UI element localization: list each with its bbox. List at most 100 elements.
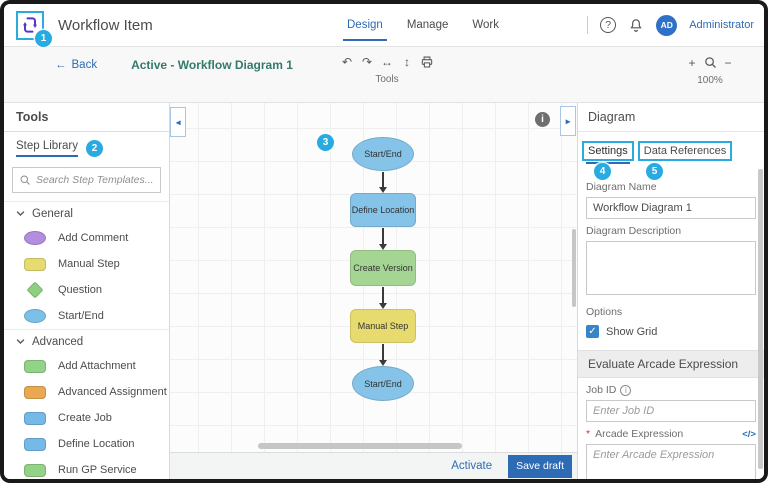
search-icon (19, 174, 31, 186)
diagram-description-input[interactable] (586, 241, 756, 295)
show-grid-checkbox[interactable]: ✓ (586, 325, 599, 338)
tools-caption: Tools (375, 74, 399, 85)
connector-arrow (379, 287, 386, 309)
options-label: Options (586, 306, 623, 318)
required-marker: * (586, 428, 591, 440)
panel-scrollbar[interactable] (758, 169, 763, 469)
redo-icon[interactable]: ↷ (361, 55, 373, 69)
section-general[interactable]: General (4, 201, 169, 225)
callout-badge-1: 1 (35, 29, 52, 47)
tab-manage[interactable]: Manage (406, 19, 449, 31)
node-define-location[interactable]: Define Location (350, 193, 416, 227)
job-id-label: Job ID (586, 384, 617, 396)
diagram-description-label: Diagram Description (586, 225, 682, 237)
header-tabs: Design Manage Work (343, 4, 499, 46)
callout-badge-3: 3 (317, 134, 334, 151)
save-draft-button[interactable]: Save draft (508, 454, 572, 478)
collapse-right-panel-button[interactable]: ▶ (560, 106, 576, 136)
step-template-question[interactable]: Question (4, 277, 169, 303)
callout-badge-2: 2 (86, 140, 104, 157)
code-editor-icon[interactable]: </> (742, 428, 756, 440)
arcade-expression-label: Arcade Expression (595, 428, 684, 440)
help-icon[interactable]: ? (600, 17, 617, 33)
chevron-down-icon (16, 338, 25, 345)
evaluate-arcade-section-header: Evaluate Arcade Expression (578, 350, 764, 378)
tab-work[interactable]: Work (472, 19, 499, 31)
vertical-scrollbar[interactable] (572, 229, 576, 307)
step-template-start-end[interactable]: Start/End (4, 303, 169, 329)
rect-shape-icon (24, 257, 46, 271)
tools-sidebar: Tools Step Library 2 General (4, 103, 170, 479)
step-template-run-gp-service[interactable]: Run GP Service (4, 457, 169, 479)
tab-settings[interactable]: Settings (582, 141, 634, 164)
show-grid-label: Show Grid (606, 325, 658, 338)
breadcrumb: Active - Workflow Diagram 1 (131, 58, 293, 72)
callout-badge-5: 5 (646, 163, 663, 180)
connector-arrow (379, 228, 386, 250)
chevron-down-icon (16, 210, 25, 217)
avatar[interactable]: AD (656, 14, 678, 36)
back-button[interactable]: ← Back (55, 59, 97, 71)
callout-badge-4: 4 (594, 163, 611, 180)
node-start-end-bottom[interactable]: Start/End (352, 366, 414, 401)
step-template-define-location[interactable]: Define Location (4, 431, 169, 457)
tab-data-references[interactable]: Data References (637, 141, 733, 161)
job-id-input[interactable] (586, 400, 756, 422)
workflow-logo-callout[interactable]: 1 (16, 10, 52, 47)
workflow-logo-icon (20, 15, 40, 35)
connector-arrow (379, 344, 386, 366)
app-header: 1 Workflow Item Design Manage Work ? AD … (4, 4, 764, 47)
zoom-out-icon[interactable]: − (724, 55, 732, 70)
rect-shape-icon (24, 437, 46, 451)
rect-shape-icon (24, 359, 46, 373)
diagram-name-input[interactable] (586, 197, 756, 219)
chevron-left-icon: ◀ (175, 118, 181, 126)
tools-group: ↶ ↷ ↔ ↕ Tools (341, 55, 434, 85)
back-arrow-icon: ← (55, 59, 67, 71)
zoom-level: 100% (697, 75, 723, 86)
zoom-group: + − 100% (680, 55, 740, 87)
ellipse-shape-icon (24, 309, 46, 323)
print-icon[interactable] (420, 55, 434, 69)
fit-height-icon[interactable]: ↕ (404, 55, 410, 69)
node-create-version[interactable]: Create Version (350, 250, 416, 286)
diagram-panel: Diagram Settings Data References 4 5 Dia… (577, 103, 764, 479)
activate-button[interactable]: Activate (451, 460, 493, 472)
job-id-info-icon[interactable]: i (620, 384, 632, 396)
zoom-in-icon[interactable]: + (688, 55, 696, 70)
workflow-manager-app: 1 Workflow Item Design Manage Work ? AD … (4, 4, 764, 479)
diagram-canvas[interactable]: ◀ ▶ i 3 Start/End Define Location Create… (170, 103, 577, 452)
step-template-advanced-assignment[interactable]: Advanced Assignment (4, 379, 169, 405)
page-title: Workflow Item (58, 16, 153, 34)
tab-design[interactable]: Design (343, 4, 387, 46)
step-template-manual-step[interactable]: Manual Step (4, 251, 169, 277)
connector-arrow (379, 172, 386, 193)
tab-step-library[interactable]: Step Library (16, 140, 79, 157)
header-divider (587, 16, 589, 34)
info-icon[interactable]: i (535, 112, 550, 127)
node-start-end-top[interactable]: Start/End (352, 137, 414, 171)
step-template-add-comment[interactable]: Add Comment (4, 225, 169, 251)
node-manual-step[interactable]: Manual Step (350, 309, 416, 343)
back-label: Back (71, 59, 98, 71)
step-template-create-job[interactable]: Create Job (4, 405, 169, 431)
fit-width-icon[interactable]: ↔ (381, 55, 393, 69)
ellipse-shape-icon (24, 231, 46, 245)
magnifier-icon[interactable] (703, 55, 718, 70)
step-search-input[interactable] (36, 174, 154, 186)
undo-icon[interactable]: ↶ (341, 55, 353, 69)
rect-shape-icon (24, 463, 46, 477)
rect-shape-icon (24, 385, 46, 399)
step-template-add-attachment[interactable]: Add Attachment (4, 353, 169, 379)
section-advanced[interactable]: Advanced (4, 329, 169, 353)
arcade-expression-input[interactable] (586, 444, 756, 479)
diagram-toolbar: ← Back Active - Workflow Diagram 1 ↶ ↷ ↔… (4, 47, 764, 103)
section-advanced-label: Advanced (32, 335, 84, 348)
collapse-left-panel-button[interactable]: ◀ (170, 107, 186, 137)
horizontal-scrollbar[interactable] (258, 443, 462, 449)
user-name[interactable]: Administrator (689, 19, 754, 31)
rect-shape-icon (24, 411, 46, 425)
notifications-bell-icon[interactable] (628, 17, 644, 34)
sidebar-title: Tools (4, 103, 169, 132)
